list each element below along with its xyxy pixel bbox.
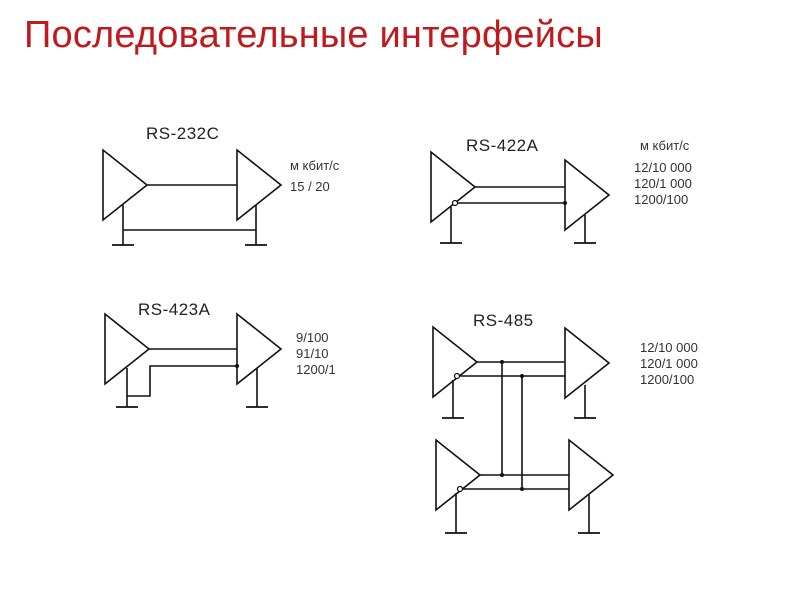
rs423a-return-wire bbox=[126, 365, 237, 397]
rs422a-receiver bbox=[564, 158, 611, 232]
rs232c-driver bbox=[102, 148, 149, 222]
rs232c-circuit: RS-232C м кбит/с 15 / 20 bbox=[102, 124, 340, 246]
rs232c-unit: м кбит/с bbox=[290, 158, 340, 173]
rs423a-label: RS-423A bbox=[138, 300, 211, 319]
rs423a-spec: 91/10 bbox=[296, 346, 329, 361]
rs485-spec: 120/1 000 bbox=[640, 356, 698, 371]
rs485-junction bbox=[520, 487, 524, 491]
rs422a-junction bbox=[563, 201, 567, 205]
rs485-inverted-output bbox=[456, 485, 464, 493]
rs423a-spec: 1200/1 bbox=[296, 362, 336, 377]
rs485-junction bbox=[500, 473, 504, 477]
rs485-circuit: RS-485 12/10 000 120/1 000 1200/100 bbox=[432, 311, 698, 534]
rs485-spec: 12/10 000 bbox=[640, 340, 698, 355]
rs422a-circuit: RS-422A м кбит/с 12/10 000 120/1 000 120… bbox=[430, 136, 692, 244]
rs422a-label: RS-422A bbox=[466, 136, 539, 155]
rs485-spec: 1200/100 bbox=[640, 372, 694, 387]
rs485-junction bbox=[500, 360, 504, 364]
rs422a-spec: 12/10 000 bbox=[634, 160, 692, 175]
rs422a-inverted-output bbox=[451, 199, 459, 207]
rs423a-circuit: RS-423A 9/100 91/10 1200/1 bbox=[104, 300, 336, 408]
rs232c-spec: 15 / 20 bbox=[290, 179, 330, 194]
rs423a-receiver bbox=[236, 312, 283, 386]
rs422a-spec: 120/1 000 bbox=[634, 176, 692, 191]
slide-title: Последовательные интерфейсы bbox=[24, 14, 603, 56]
rs423a-driver bbox=[104, 312, 151, 386]
rs485-driver-1 bbox=[432, 325, 479, 399]
rs485-junction bbox=[520, 374, 524, 378]
rs485-receiver-2 bbox=[568, 438, 615, 512]
rs232c-label: RS-232C bbox=[146, 124, 219, 143]
rs232c-receiver bbox=[236, 148, 283, 222]
rs423a-spec: 9/100 bbox=[296, 330, 329, 345]
rs422a-spec: 1200/100 bbox=[634, 192, 688, 207]
rs422a-unit: м кбит/с bbox=[640, 138, 690, 153]
rs485-driver-2 bbox=[435, 438, 482, 512]
rs485-label: RS-485 bbox=[473, 311, 534, 330]
rs423a-junction bbox=[235, 364, 239, 368]
rs485-receiver-1 bbox=[564, 326, 611, 400]
rs485-inverted-output bbox=[453, 372, 461, 380]
rs422a-driver bbox=[430, 150, 477, 224]
